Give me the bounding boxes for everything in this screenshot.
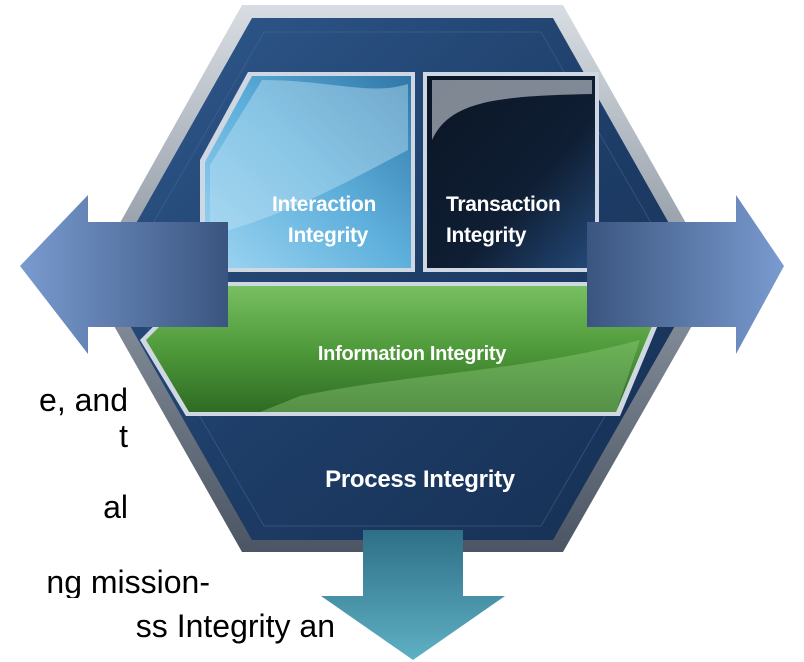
slide-text-line-5: ss Integrity an xyxy=(135,610,335,644)
left-arrow-shape xyxy=(20,195,228,354)
slide-text-line-1: e, and xyxy=(39,384,128,416)
transaction-integrity-box xyxy=(423,72,599,272)
interaction-integrity-box xyxy=(200,72,415,272)
slide-text-line-4: ng mission- xyxy=(46,566,210,598)
interaction-integrity-label-line2: Integrity xyxy=(288,224,369,247)
down-arrow-shape xyxy=(321,530,505,660)
information-integrity-label: Information Integrity xyxy=(318,343,507,365)
right-arrow-shape xyxy=(587,195,784,354)
slide-text-line-2: t xyxy=(119,420,128,452)
process-integrity-label: Process Integrity xyxy=(325,466,516,493)
interaction-integrity-label-line1: Interaction xyxy=(272,193,376,216)
slide-text-line-3: al xyxy=(103,491,128,523)
transaction-integrity-label-line2: Integrity xyxy=(446,224,527,247)
transaction-integrity-label-line1: Transaction xyxy=(446,193,561,216)
information-integrity-box xyxy=(140,282,665,416)
